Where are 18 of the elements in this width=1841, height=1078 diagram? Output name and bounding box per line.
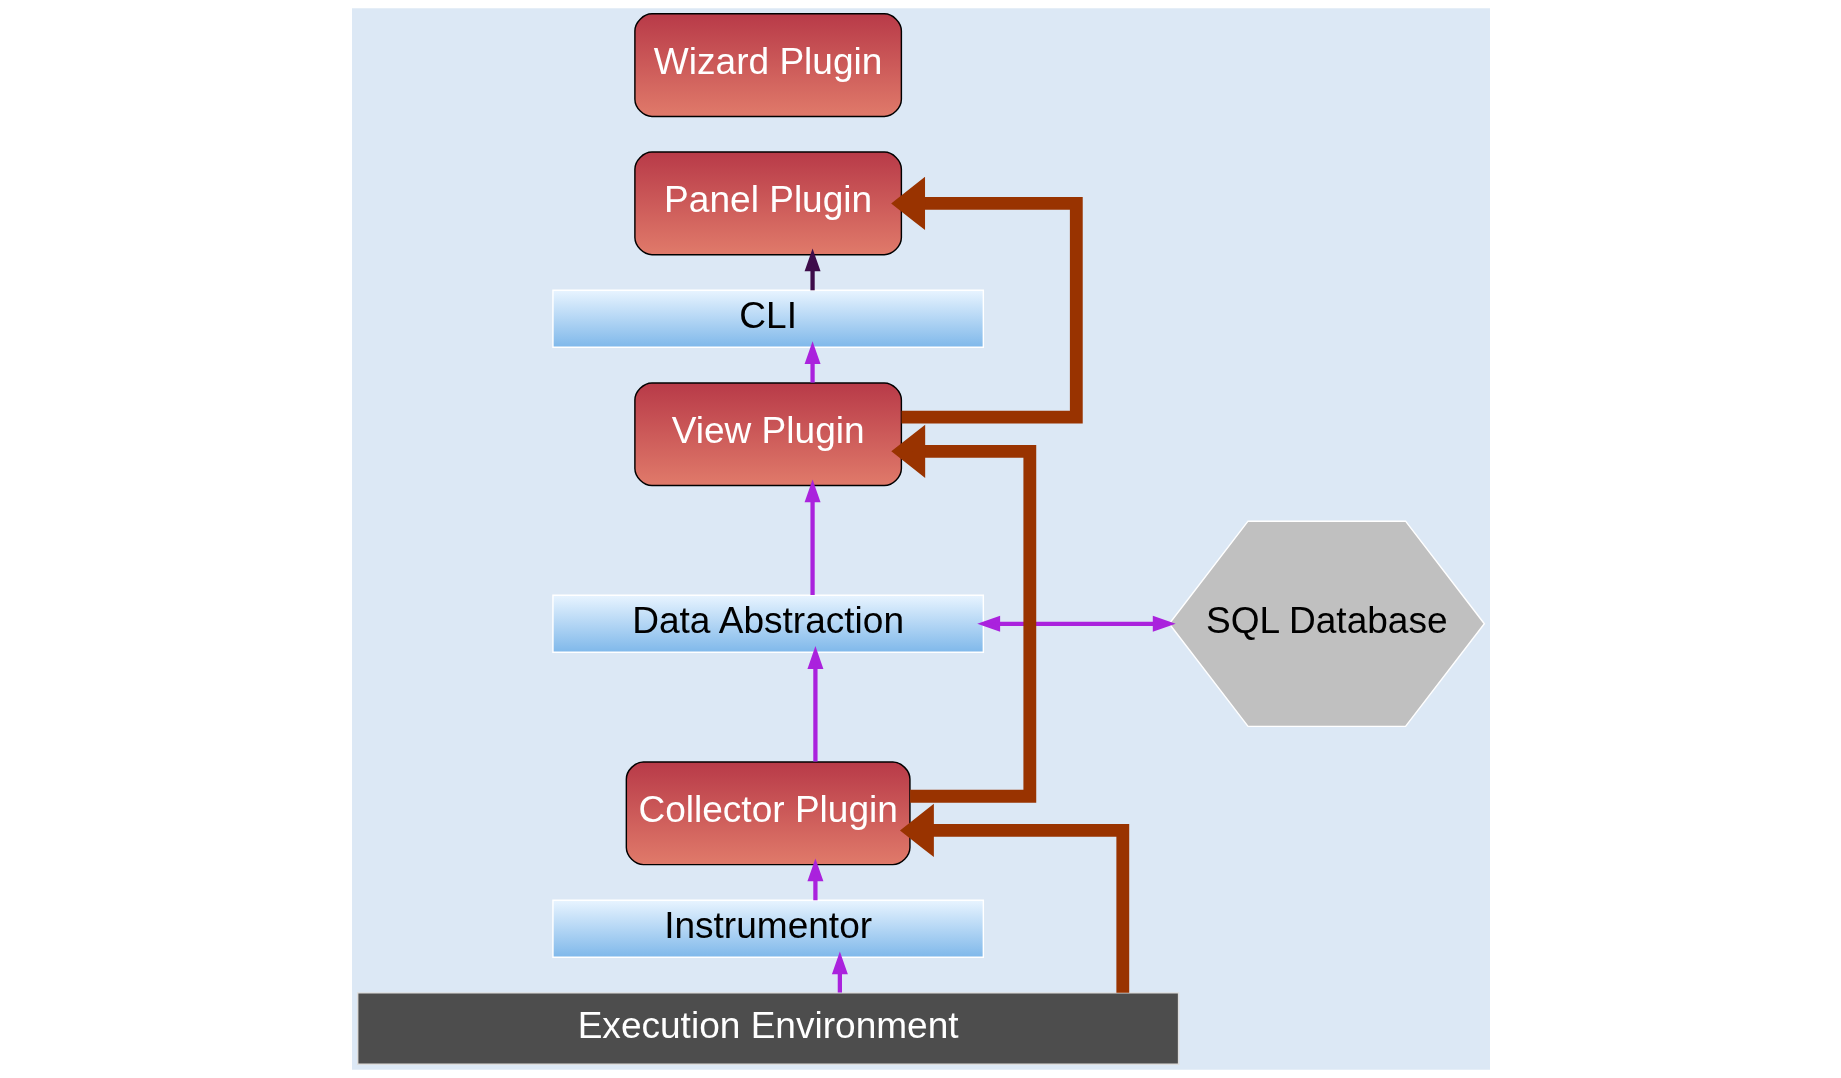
arrow [804,248,821,291]
arrow [806,858,823,901]
node-box: Collector Plugin [625,761,911,866]
arrow [976,615,1176,632]
node-box: Execution Environment [356,992,1179,1065]
node-box: Wizard Plugin [633,13,902,118]
node-box: View Plugin [633,382,902,487]
node-box: Panel Plugin [633,151,902,256]
node-box: CLI [551,289,984,349]
arrow [806,646,823,762]
arrow [804,479,821,595]
node-box: Instrumentor [551,899,984,958]
node-box: Data Abstraction [551,594,984,653]
arrow [890,176,1083,424]
arrow [831,951,848,993]
arrow [899,803,1129,993]
arrow [890,424,1036,803]
arrow [804,341,821,383]
